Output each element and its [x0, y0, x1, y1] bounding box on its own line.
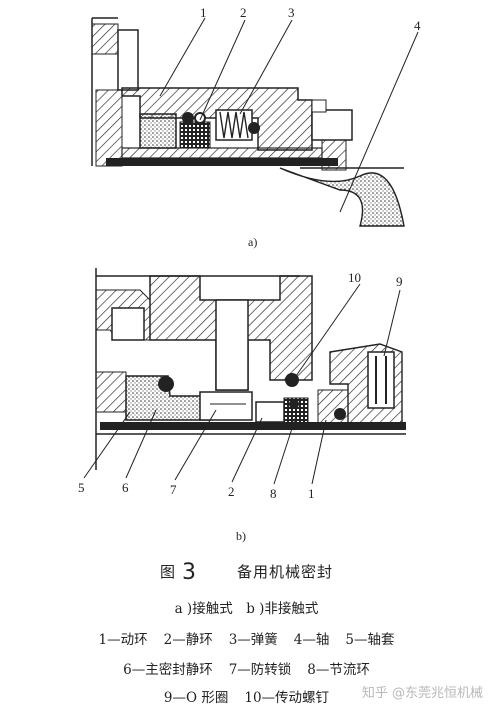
legend-item: 8—节流环 — [307, 662, 370, 678]
callout-b-5: 5 — [78, 480, 85, 495]
figure-title: 备用机械密封 — [237, 563, 334, 581]
drawing-a-contact-seal: 1 2 3 4 a) — [91, 5, 421, 249]
figure-subtitle: a )接触式 b )非接触式 — [174, 601, 319, 617]
figure-number: 3 — [182, 560, 197, 585]
drawing-b-noncontact-seal: 10 9 5 6 7 2 8 1 b) — [78, 268, 406, 543]
callout-b-6: 6 — [122, 480, 129, 495]
legend-item: 6—主密封静环 — [123, 662, 213, 678]
callout-b-9: 9 — [396, 274, 403, 289]
callout-b-2: 2 — [228, 484, 235, 499]
callout-a-2: 2 — [240, 5, 247, 20]
callout-a-3: 3 — [288, 5, 295, 20]
callout-b-7: 7 — [170, 482, 177, 497]
legend-item: 10—传动螺钉 — [244, 690, 330, 706]
figure-label: 图 — [159, 563, 176, 581]
legend-line-2: 6—主密封静环 7—防转锁 8—节流环 — [0, 658, 493, 678]
seal-drawings: 1 2 3 4 a) — [78, 5, 421, 543]
legend-item: 3—弹簧 — [228, 632, 278, 648]
legend-item: 9—O 形圈 — [163, 690, 229, 706]
legend-item: 7—防转锁 — [228, 662, 292, 678]
callout-a-1: 1 — [200, 5, 207, 20]
legend-item: 5—轴套 — [345, 632, 395, 648]
legend-line-1: 1—动环 2—静环 3—弹簧 4—轴 5—轴套 — [0, 628, 493, 648]
callout-a-4: 4 — [414, 18, 421, 33]
callout-b-1: 1 — [308, 486, 315, 501]
legend-line-3: 9—O 形圈 10—传动螺钉 — [0, 686, 493, 706]
watermark: 知乎 @东莞兆恒机械 — [361, 686, 483, 701]
legend-item: 2—静环 — [163, 632, 213, 648]
label-a: a) — [248, 235, 257, 249]
callout-b-10: 10 — [348, 270, 361, 285]
callout-b-8: 8 — [270, 486, 277, 501]
label-b: b) — [236, 529, 246, 543]
legend-item: 1—动环 — [98, 632, 148, 648]
legend-item: 4—轴 — [293, 632, 330, 648]
